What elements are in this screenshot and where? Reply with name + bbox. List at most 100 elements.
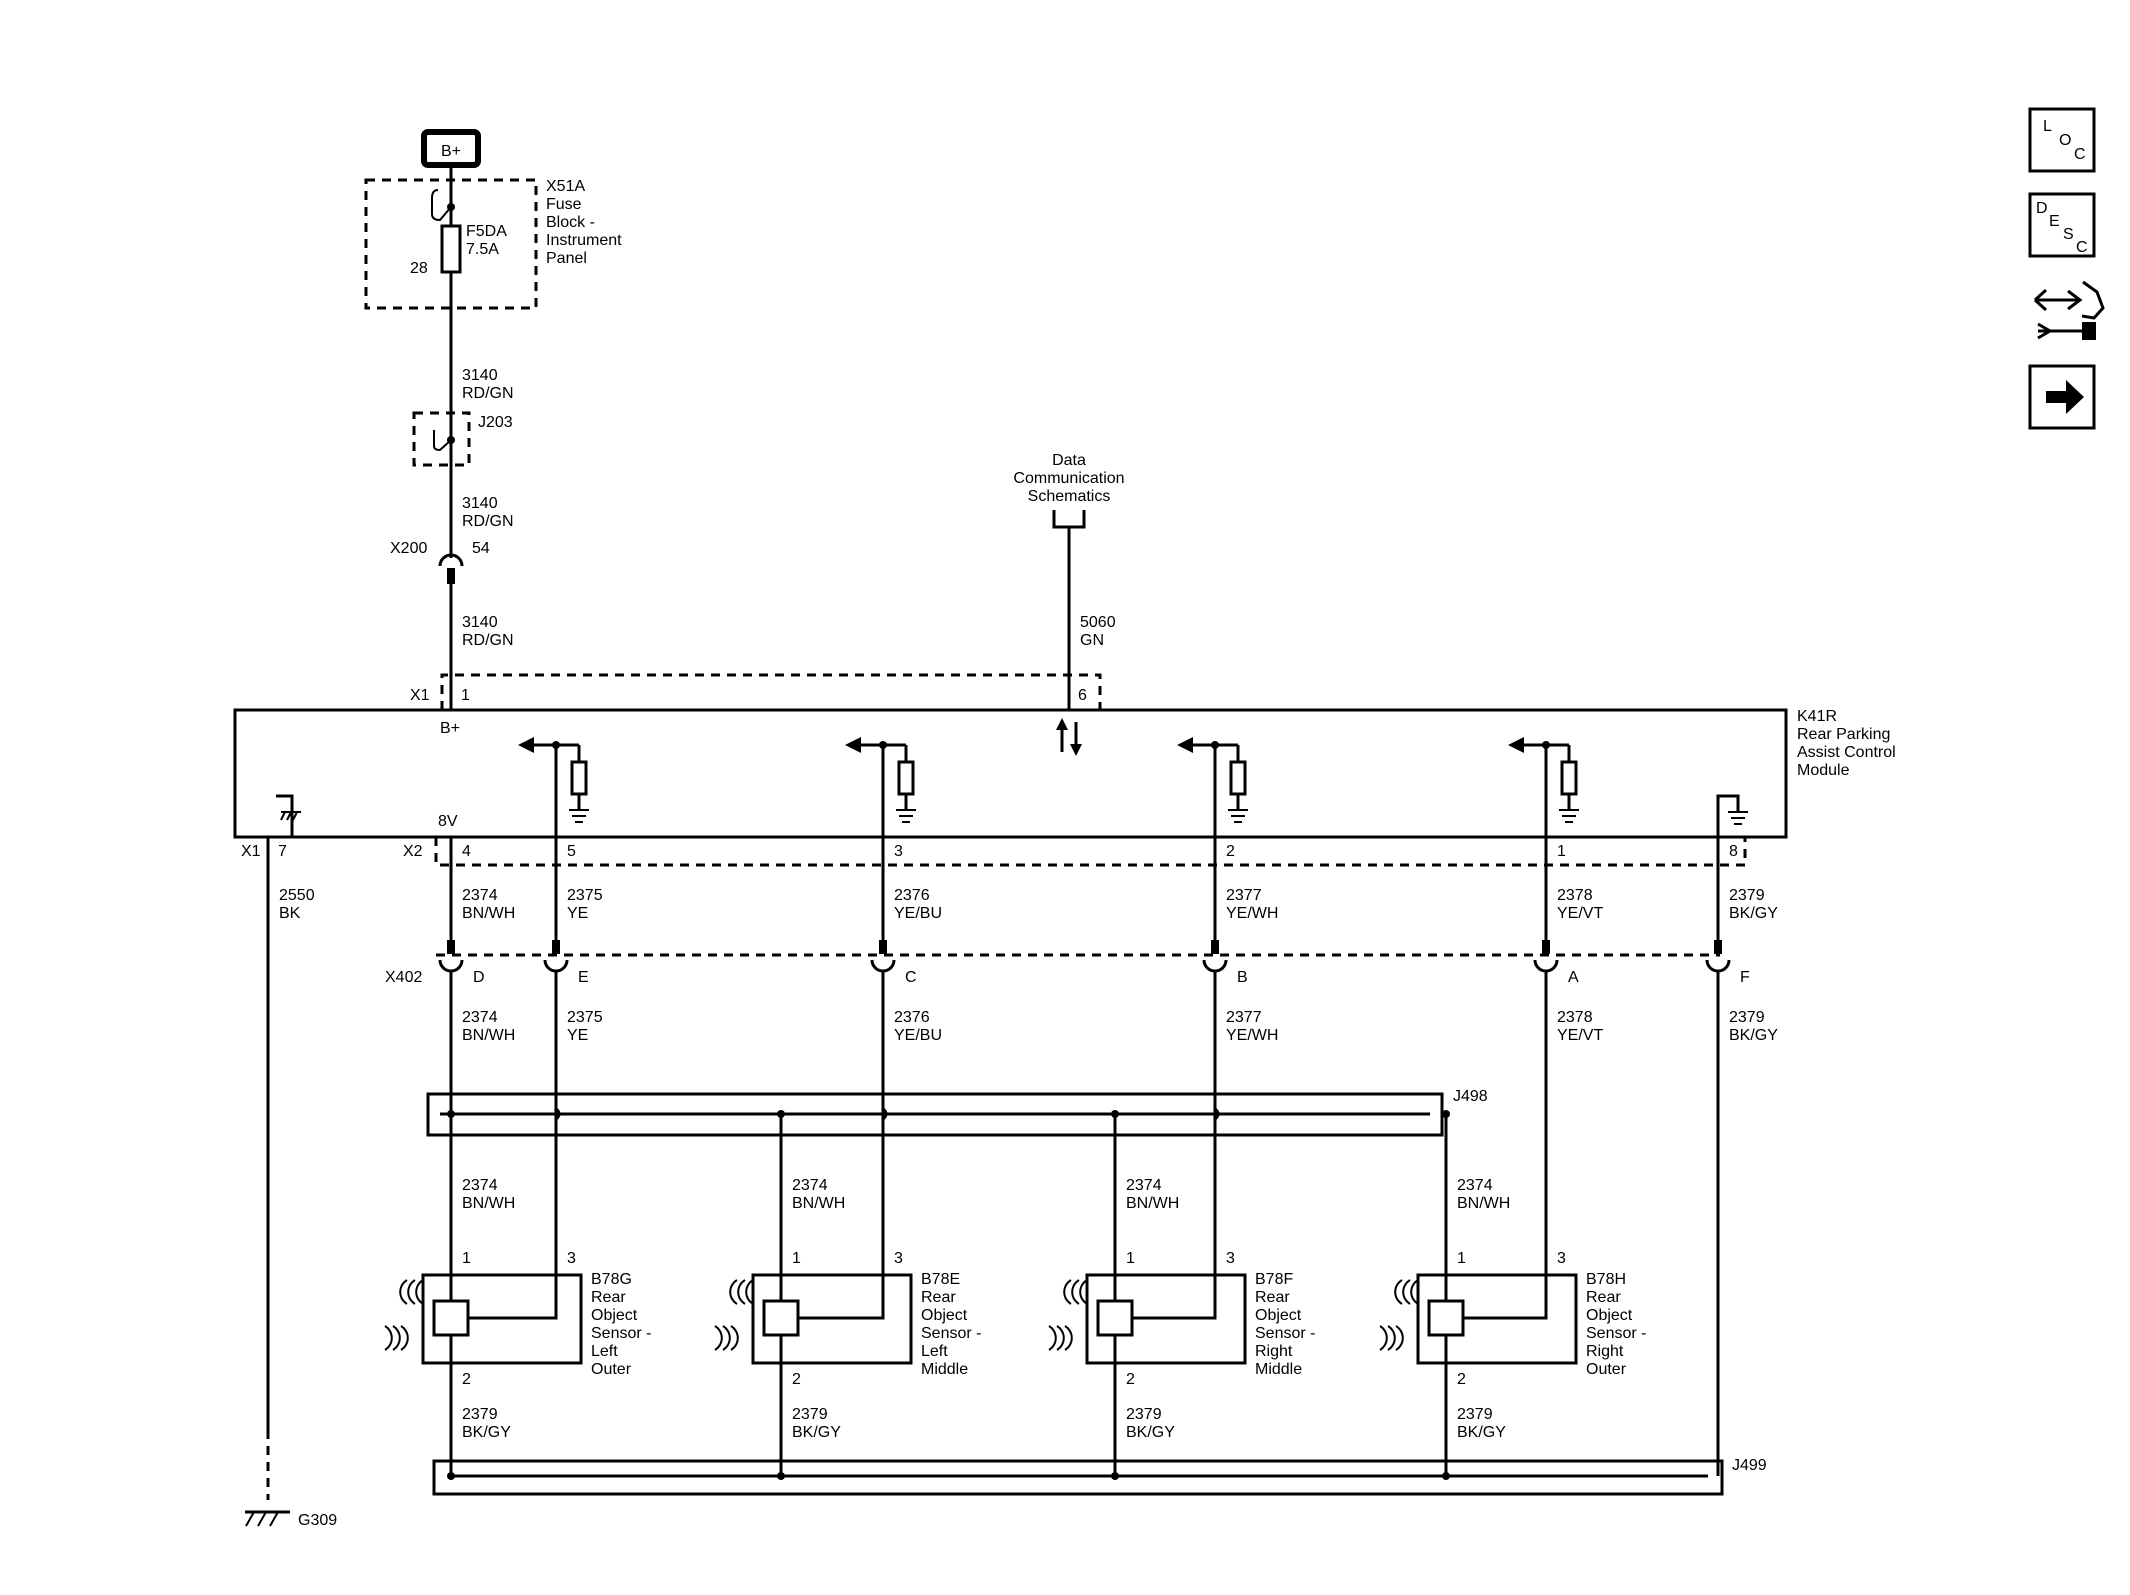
- transducer-icon: [1096, 1299, 1134, 1337]
- wire-3140-color-3: RD/GN: [462, 632, 514, 649]
- wire-num-lower: 2378: [1557, 1009, 1593, 1026]
- connector-x1-id-bottom: X1: [241, 843, 261, 860]
- wire-5060-num: 5060: [1080, 614, 1116, 631]
- wire-color-lower: YE/BU: [894, 1027, 942, 1044]
- ground-icon: [896, 809, 916, 823]
- wire-color-upper: BN/WH: [462, 905, 515, 922]
- sensor-label-l5: Outer: [591, 1361, 632, 1378]
- sensor-gnd-color: BK/GY: [1126, 1424, 1175, 1441]
- fuse-block-line3: Instrument: [546, 232, 622, 249]
- splice-j499: J499: [432, 1457, 1767, 1496]
- data-comm-line3: Schematics: [1028, 488, 1111, 505]
- connector-x402: X402: [385, 953, 1720, 986]
- wire-num-lower: 2376: [894, 1009, 930, 1026]
- wire-num-upper: 2376: [894, 887, 930, 904]
- left-arrow-icon: [518, 737, 534, 753]
- resistor-icon: [570, 760, 588, 796]
- sensor-label-l5: Middle: [921, 1361, 968, 1378]
- sensor-feed-color: BN/WH: [1126, 1195, 1179, 1212]
- sensor-feed-num: 2374: [1457, 1177, 1493, 1194]
- transducer-icon: [432, 1299, 470, 1337]
- splice-j498-label: J498: [1453, 1088, 1488, 1105]
- x2-pin-1: 5: [567, 843, 576, 860]
- signal-ground-icon: [1716, 794, 1748, 837]
- battery-power-source: B+: [421, 129, 481, 168]
- sensor-label-l2: Object: [591, 1307, 638, 1324]
- ultrasonic-wave-icon: [1048, 1279, 1088, 1351]
- connector-tool-button[interactable]: [2033, 280, 2105, 340]
- fuse-rating: 7.5A: [466, 241, 499, 258]
- ground-icon: [1559, 809, 1579, 823]
- wire-color-lower: YE/WH: [1226, 1027, 1278, 1044]
- wire-3140-num-1: 3140: [462, 367, 498, 384]
- sensor-pin-1: 1: [1457, 1250, 1466, 1267]
- wire-num-lower: 2377: [1226, 1009, 1262, 1026]
- connector-x402-id: X402: [385, 969, 422, 986]
- sensor-gnd-num: 2379: [1457, 1406, 1493, 1423]
- sensor-driver-4: [1508, 737, 1579, 837]
- connector-x1-pin1: 1: [461, 687, 470, 704]
- fuse-block-line1: Fuse: [546, 196, 582, 213]
- sensor-label-l2: Object: [1255, 1307, 1302, 1324]
- fuse-block-line2: Block -: [546, 214, 595, 231]
- left-arrow-icon: [1508, 737, 1524, 753]
- bplus-label: B+: [441, 143, 461, 160]
- wire-2550-color: BK: [279, 905, 301, 922]
- wire-num-upper: 2374: [462, 887, 498, 904]
- transducer-icon: [762, 1299, 800, 1337]
- wire-color-upper: YE: [567, 905, 588, 922]
- sensor-label-l4: Left: [591, 1343, 618, 1360]
- sensor-pin-2: 2: [1126, 1371, 1135, 1388]
- module-8v-label: 8V: [438, 813, 458, 830]
- wire-3140-color-1: RD/GN: [462, 385, 514, 402]
- sensor-label-l3: Sensor -: [921, 1325, 981, 1342]
- wire-3140-num-3: 3140: [462, 614, 498, 631]
- wire-num-lower: 2375: [567, 1009, 603, 1026]
- wire-color-lower: YE: [567, 1027, 588, 1044]
- sensor-label-l3: Sensor -: [1255, 1325, 1315, 1342]
- desc-button[interactable]: D E S C: [2028, 192, 2096, 258]
- wire-color-upper: YE/VT: [1557, 905, 1603, 922]
- next-page-button[interactable]: [2028, 364, 2096, 430]
- fuse-id: F5DA: [466, 223, 507, 240]
- fuse-block-line4: Panel: [546, 250, 587, 267]
- sensor-label-l1: Rear: [1255, 1289, 1290, 1306]
- fuse-icon: [440, 224, 462, 274]
- connector-x1-pin7: 7: [278, 843, 287, 860]
- x402-pin-3: B: [1237, 969, 1248, 986]
- resistor-icon: [897, 760, 915, 796]
- sensor-gnd-num: 2379: [462, 1406, 498, 1423]
- connector-x1-top: X1 1 6: [410, 673, 1102, 710]
- sensor-pin-3: 3: [567, 1250, 576, 1267]
- connector-x1-pin6: 6: [1078, 687, 1087, 704]
- loc-button[interactable]: L O C: [2028, 107, 2096, 173]
- wire-num-lower: 2379: [1729, 1009, 1765, 1026]
- data-comm-line2: Communication: [1013, 470, 1124, 487]
- sensor-gnd-color: BK/GY: [1457, 1424, 1506, 1441]
- connector-x200-id: X200: [390, 540, 427, 557]
- sensor-gnd-color: BK/GY: [462, 1424, 511, 1441]
- connector-x1-id: X1: [410, 687, 430, 704]
- data-communication-link: Data Communication Schematics 5060 GN: [1013, 452, 1125, 710]
- desc-c: C: [2076, 239, 2088, 256]
- sensor-driver-3: [1177, 737, 1248, 837]
- sensor-label-l5: Middle: [1255, 1361, 1302, 1378]
- sensor-feed-num: 2374: [462, 1177, 498, 1194]
- wire-3140-color-2: RD/GN: [462, 513, 514, 530]
- sensor-label-id: B78G: [591, 1271, 632, 1288]
- wire-color-upper: BK/GY: [1729, 905, 1778, 922]
- sensor-pin-2: 2: [792, 1371, 801, 1388]
- sensor-label-l2: Object: [921, 1307, 968, 1324]
- wire-num-lower: 2374: [462, 1009, 498, 1026]
- sensor-pin-1: 1: [792, 1250, 801, 1267]
- connector-wrench-icon: [2033, 280, 2105, 340]
- loc-l: L: [2043, 118, 2052, 135]
- data-comm-line1: Data: [1052, 452, 1086, 469]
